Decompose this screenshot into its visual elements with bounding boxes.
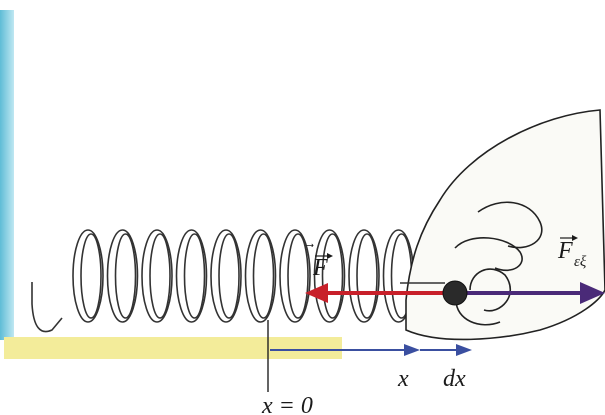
- floor: [4, 337, 342, 359]
- spring-wall-end: [31, 282, 63, 333]
- position-label: x: [397, 366, 409, 392]
- spring-coil-inner: [218, 233, 240, 319]
- spring-coil: [210, 229, 242, 323]
- applied-force-arrowhead: [580, 282, 605, 304]
- spring-coil: [348, 229, 380, 323]
- origin-label: x = 0: [261, 393, 313, 415]
- spring-coil: [175, 229, 208, 323]
- dx-arrowhead: [456, 344, 472, 356]
- spring-coil-inner: [114, 233, 137, 319]
- hand: [405, 109, 605, 341]
- applied-force-vector-arrowhead: [572, 235, 578, 241]
- spring-force-vector-arrowhead: [327, 253, 333, 259]
- spring-coil: [106, 229, 139, 323]
- spring-coil-inner: [183, 233, 206, 319]
- wall: [0, 10, 14, 340]
- spring-force-label: F: [312, 255, 328, 281]
- spring-coil-inner: [287, 233, 309, 319]
- spring-coil: [141, 229, 173, 323]
- spring-coil-inner: [252, 233, 275, 319]
- spring-coil: [244, 229, 277, 323]
- spring-coil-inner: [149, 233, 171, 319]
- spring-coil-inner: [356, 233, 378, 319]
- spring-coil: [313, 229, 346, 323]
- spring-coil-inner: [80, 233, 102, 319]
- x-axis-arrowhead: [404, 344, 420, 356]
- applied-force-subscript: εξ: [574, 254, 587, 270]
- applied-force-label: F: [557, 238, 573, 264]
- spring-force-arrowhead: [305, 283, 328, 303]
- displacement-label: dx: [443, 366, 466, 392]
- spring-coil: [279, 229, 311, 323]
- spring: [31, 229, 415, 333]
- mass: [442, 280, 468, 306]
- spring-coil-inner: [321, 233, 344, 319]
- spring-coil: [72, 229, 104, 323]
